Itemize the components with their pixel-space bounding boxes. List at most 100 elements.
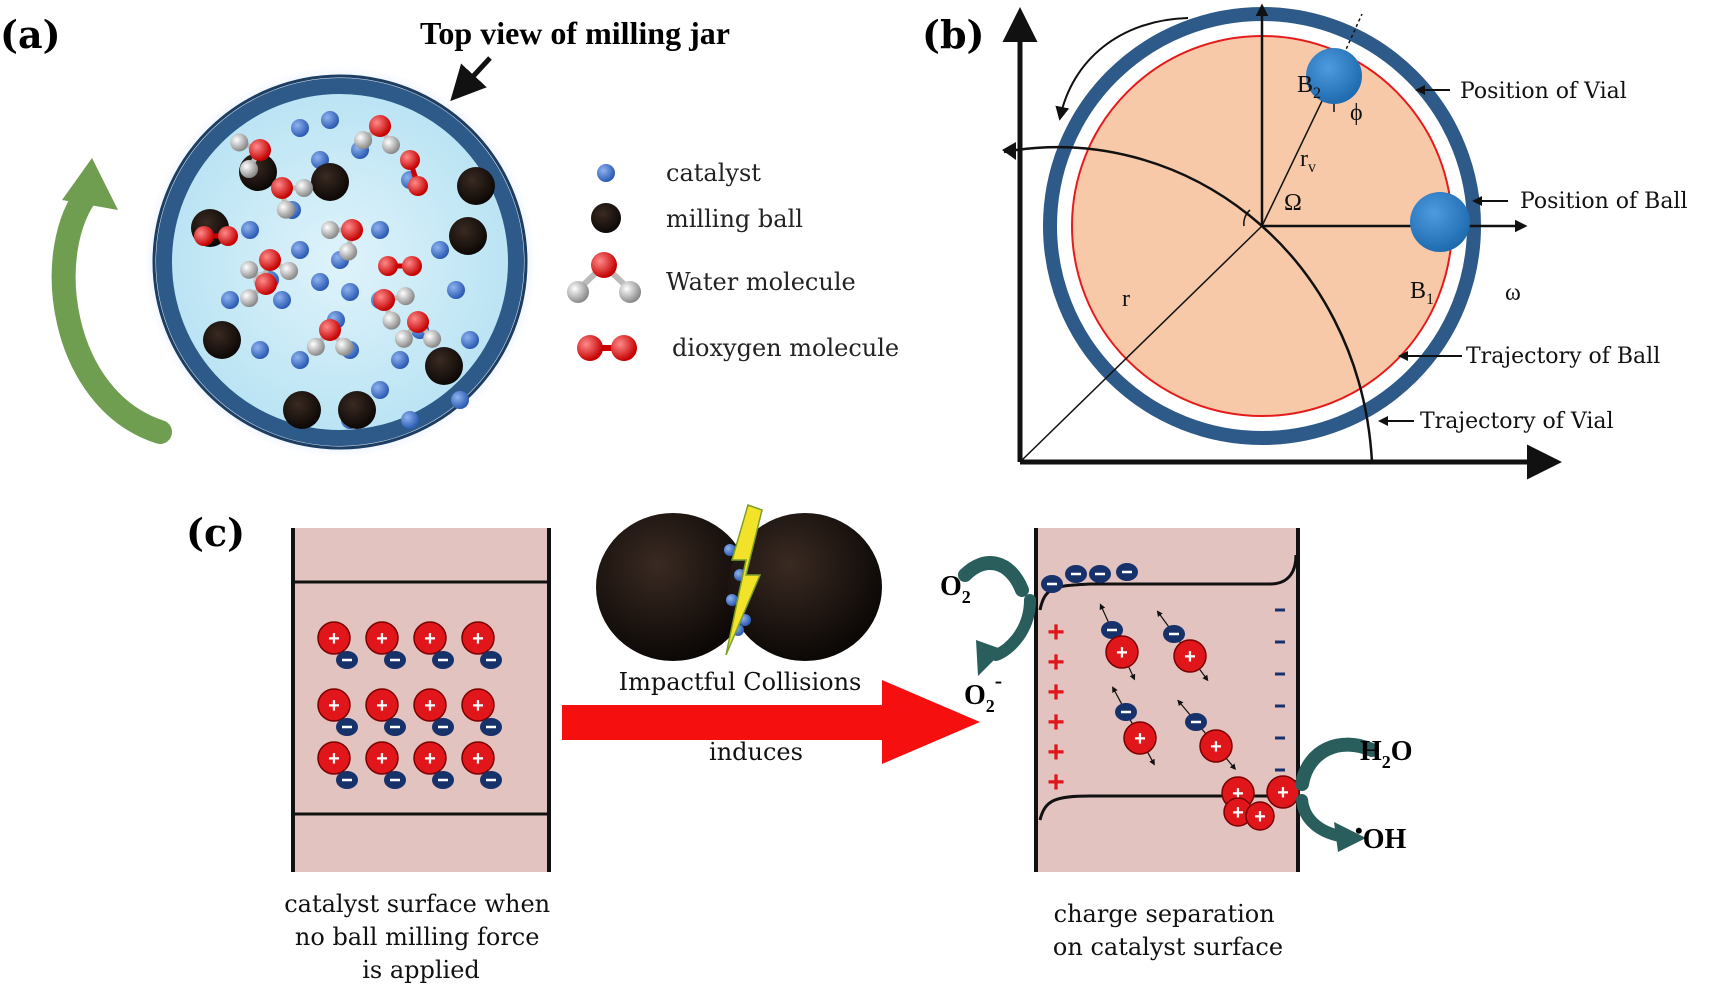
hole-charge: + [1245, 801, 1275, 831]
oh-label: •OH [1355, 818, 1406, 855]
electron-charge [384, 718, 406, 736]
milling-ball [449, 217, 487, 255]
collision-label: Impactful Collisions [619, 668, 862, 696]
catalyst-dot-icon [597, 164, 615, 182]
oxygen-atom [378, 256, 398, 276]
milling-jar [144, 66, 536, 458]
catalyst-particle [291, 351, 309, 369]
catalyst-particle [291, 241, 309, 259]
hydrogen-atom [321, 221, 339, 239]
hydrogen-atom [382, 136, 400, 155]
hydrogen-atom [339, 242, 358, 261]
hole-circle [317, 741, 351, 775]
omega-angle-arc [1243, 209, 1251, 227]
o2-reduction-arrow [958, 556, 1029, 597]
hydrogen-atom [306, 337, 325, 356]
induces-label: induces [709, 738, 803, 766]
electron-charge [480, 718, 502, 736]
left-caption: catalyst surface when no ball milling fo… [284, 890, 558, 984]
plus-sign: + [424, 628, 436, 650]
oxygen-atom [194, 226, 214, 246]
oxygen-atom [341, 219, 363, 241]
dioxygen-molecule [194, 226, 238, 246]
water-molecule [306, 319, 354, 356]
milling-ball [311, 163, 349, 201]
plus-sign: + [1254, 806, 1266, 828]
dotted-extension [1333, 13, 1363, 77]
hole-charge: + [317, 621, 351, 655]
milling-ball-icon [591, 203, 621, 233]
hydrogen-atom [423, 329, 442, 348]
surface-plus: + [1047, 706, 1065, 739]
hole-charge: + [1199, 729, 1233, 763]
hydrogen-atom [295, 179, 313, 197]
catalyst-surface-right: ++++++++++++++ [1034, 528, 1300, 872]
water-molecule [271, 177, 313, 219]
plus-sign: + [1184, 646, 1196, 668]
electron-charge [1101, 621, 1123, 639]
plus-sign: + [376, 748, 388, 770]
position-ball-label: Position of Ball [1520, 189, 1688, 214]
colliding-ball-right [728, 513, 882, 661]
water-molecule [373, 287, 415, 330]
dioxygen-molecule [400, 150, 428, 196]
ball-b1 [1410, 192, 1470, 252]
water-molecule [394, 311, 442, 348]
milling-ball [457, 167, 495, 205]
hole-circle [365, 621, 399, 655]
hole-circle [413, 688, 447, 722]
water-molecule [230, 133, 271, 179]
catalyst-particle [391, 351, 409, 369]
oxygen-atom [373, 289, 395, 311]
plus-sign: + [328, 628, 340, 650]
catalyst-particle [311, 273, 329, 291]
r-vector [1019, 225, 1263, 463]
catalyst-particle [273, 291, 291, 309]
omega-small-label: ω [1505, 280, 1521, 306]
hole-charge: + [461, 688, 495, 722]
catalyst-particle [251, 341, 269, 359]
hydrogen-atom [230, 133, 249, 152]
catalyst-surface-left: ++++++++++++ [291, 528, 551, 872]
hydrogen-atom [280, 262, 299, 280]
legend-label: Water molecule [666, 268, 856, 296]
oxygen-atom [369, 115, 391, 137]
jar-contents [191, 111, 495, 429]
legend-label: milling ball [666, 205, 803, 233]
ball-b2 [1306, 48, 1362, 104]
plus-sign: + [376, 695, 388, 717]
surface-plus: + [1047, 676, 1065, 709]
hole-circle [365, 688, 399, 722]
electron-charge [480, 651, 502, 669]
plus-sign: + [1232, 783, 1244, 805]
hole-circle [1105, 635, 1139, 669]
oxygen-atom [402, 256, 422, 276]
hole-circle [461, 741, 495, 775]
electron-charge [1041, 575, 1063, 593]
lightning-icon [725, 504, 763, 656]
separating-pair: + [1099, 603, 1139, 681]
dioxygen-molecule-icon [577, 335, 637, 361]
o2-label: O2 [940, 571, 971, 607]
plus-sign: + [424, 748, 436, 770]
legend-item-water: Water molecule [567, 252, 856, 303]
h2o-arrow-tail [1296, 794, 1346, 842]
legend-item-dioxygen: dioxygen molecule [577, 334, 899, 362]
hole-circle [317, 621, 351, 655]
hole-circle [1199, 729, 1233, 763]
position-vial-label: Position of Vial [1460, 79, 1627, 104]
plus-sign: + [328, 748, 340, 770]
catalyst-particle [341, 283, 359, 301]
surface-plus: + [1047, 736, 1065, 769]
o2-arrow-tail [990, 594, 1036, 661]
plus-sign: + [1210, 736, 1222, 758]
hole-charge: + [1123, 721, 1157, 755]
oxygen-atom [249, 139, 271, 161]
plus-sign: + [328, 695, 340, 717]
b1-label: B1 [1410, 278, 1434, 308]
plus-sign: + [1116, 642, 1128, 664]
oxygen-atom [259, 249, 281, 271]
o2-minus-label: O2- [964, 668, 1002, 716]
water-molecule [354, 115, 400, 155]
plus-sign: + [376, 628, 388, 650]
